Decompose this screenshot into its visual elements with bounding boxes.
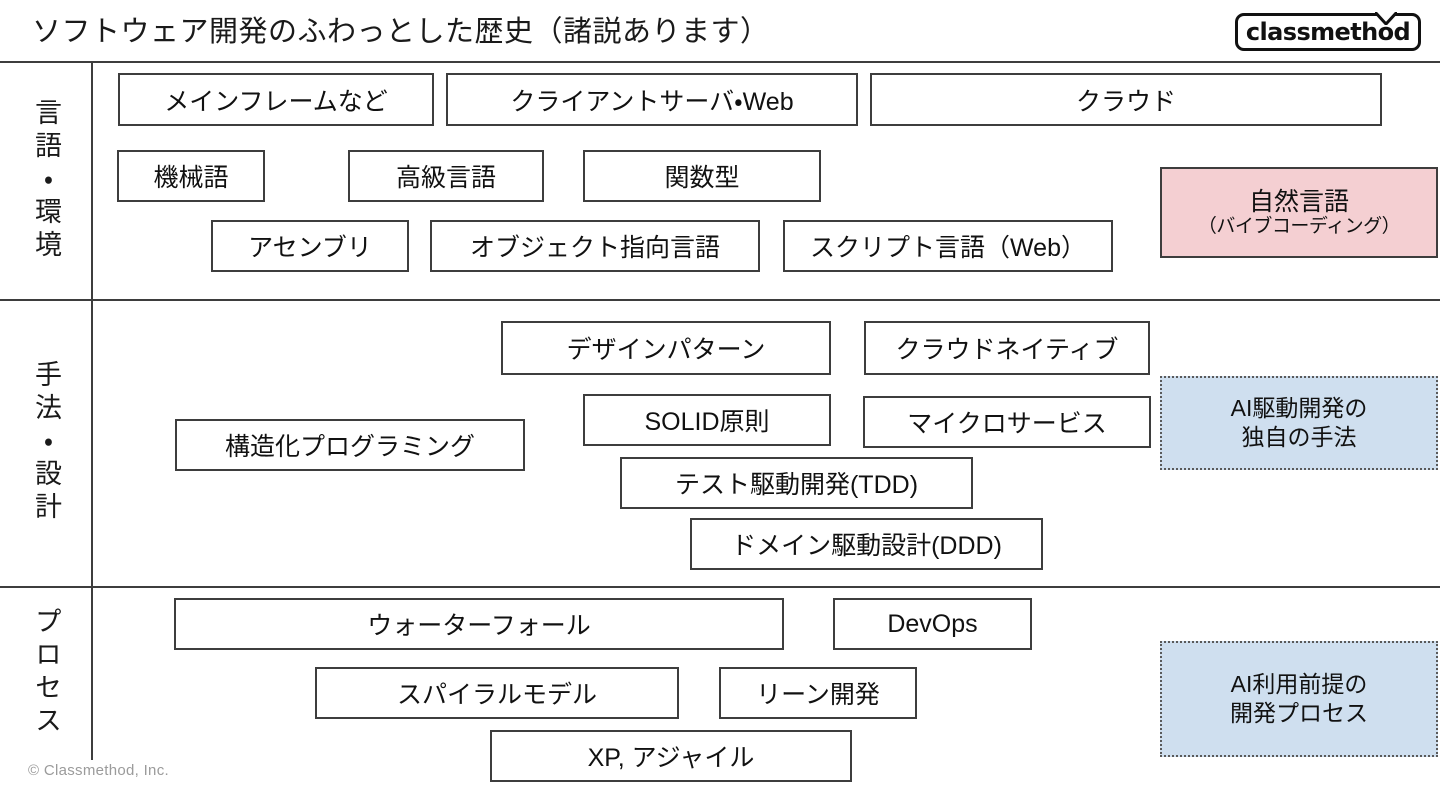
box-structured-programming[interactable]: 構造化プログラミング xyxy=(175,419,525,471)
ai-process-line2: 開発プロセス xyxy=(1230,700,1368,726)
box-design-patterns[interactable]: デザインパターン xyxy=(501,321,831,375)
box-machine-language[interactable]: 機械語 xyxy=(117,150,265,202)
box-microservices[interactable]: マイクロサービス xyxy=(863,396,1151,448)
natural-language-subtitle: （バイブコーディング） xyxy=(1197,215,1401,237)
ai-driven-line2: 独自の手法 xyxy=(1241,424,1357,450)
divider-row1-row2 xyxy=(0,299,1440,301)
box-ddd[interactable]: ドメイン駆動設計(DDD) xyxy=(690,518,1043,570)
classmethod-logo: classmethod xyxy=(1235,12,1421,51)
divider-label-column xyxy=(91,61,93,760)
box-cloud-native[interactable]: クラウドネイティブ xyxy=(864,321,1150,375)
natural-language-title: 自然言語 xyxy=(1248,187,1349,216)
box-spiral-model[interactable]: スパイラルモデル xyxy=(315,667,679,719)
copyright-footer: © Classmethod, Inc. xyxy=(28,762,169,779)
box-ai-premised-process-highlight[interactable]: AI利用前提の 開発プロセス xyxy=(1160,641,1438,757)
logo-frame xyxy=(1235,13,1421,51)
box-tdd[interactable]: テスト駆動開発(TDD) xyxy=(620,457,973,509)
ai-driven-line1: AI駆動開発の xyxy=(1230,395,1368,422)
box-devops[interactable]: DevOps xyxy=(833,598,1032,650)
box-ai-driven-development-highlight[interactable]: AI駆動開発の 独自の手法 xyxy=(1160,376,1438,470)
row-label-language-environment: 言語・環境 xyxy=(31,97,61,263)
box-mainframe[interactable]: メインフレームなど xyxy=(118,73,434,126)
box-waterfall[interactable]: ウォーターフォール xyxy=(174,598,784,650)
row-label-process: プロセス xyxy=(31,607,61,739)
box-cloud[interactable]: クラウド xyxy=(870,73,1382,126)
box-natural-language-highlight[interactable]: 自然言語 （バイブコーディング） xyxy=(1160,167,1438,258)
box-solid-principles[interactable]: SOLID原則 xyxy=(583,394,831,446)
box-xp-agile[interactable]: XP, アジャイル xyxy=(490,730,852,782)
divider-row2-row3 xyxy=(0,586,1440,588)
box-script-language-web[interactable]: スクリプト言語（Web） xyxy=(783,220,1113,272)
box-lean-development[interactable]: リーン開発 xyxy=(719,667,917,719)
page-title: ソフトウェア開発のふわっとした歴史（諸説あります） xyxy=(32,16,770,48)
box-high-level-language[interactable]: 高級言語 xyxy=(348,150,544,202)
logo-text: classmethod xyxy=(1245,18,1411,46)
divider-top xyxy=(0,61,1440,63)
ai-process-line1: AI利用前提の xyxy=(1230,671,1368,698)
box-functional[interactable]: 関数型 xyxy=(583,150,821,202)
box-client-server-web[interactable]: クライアントサーバ・Web xyxy=(446,73,858,126)
row-label-method-design: 手法・設計 xyxy=(31,360,61,525)
box-object-oriented-language[interactable]: オブジェクト指向言語 xyxy=(430,220,760,272)
logo-notch-icon xyxy=(1375,12,1397,25)
box-assembly[interactable]: アセンブリ xyxy=(211,220,409,272)
